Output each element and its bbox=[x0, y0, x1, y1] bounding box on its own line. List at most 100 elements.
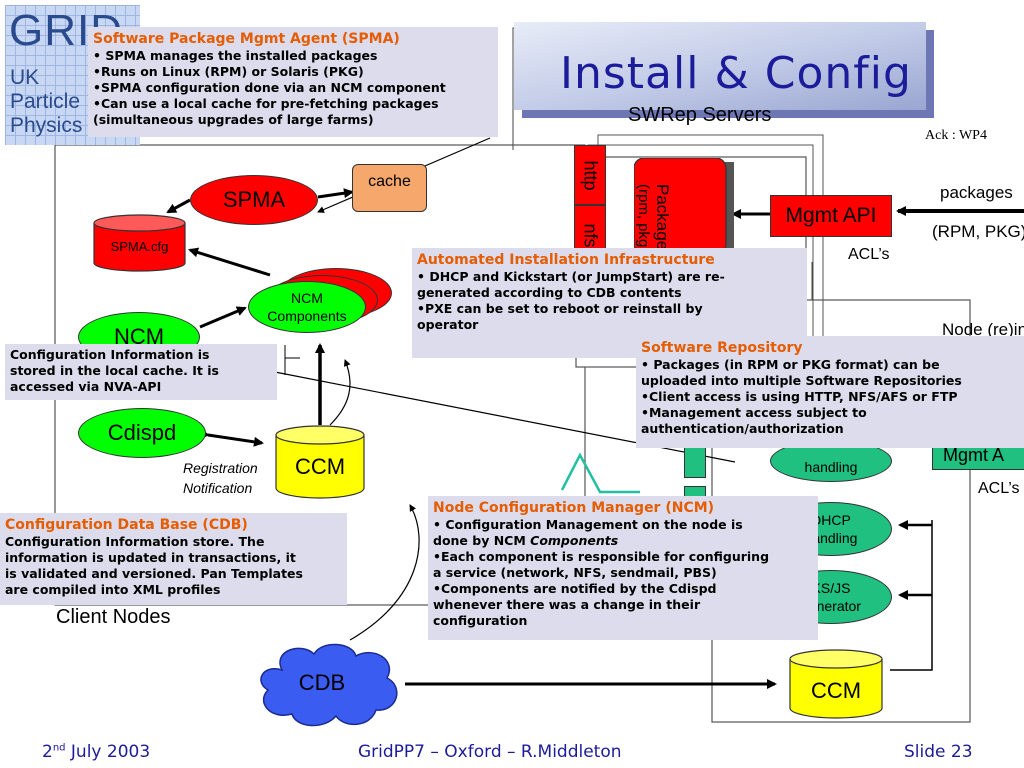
footer-date-day: 2 bbox=[42, 742, 53, 762]
swrep-callout-line: uploaded into multiple Software Reposito… bbox=[641, 373, 962, 388]
cache-label: cache bbox=[368, 173, 411, 190]
ccm-client-shape bbox=[275, 425, 365, 499]
mgmt-api-box: Mgmt API bbox=[770, 195, 892, 237]
logo-line-particle: Particle bbox=[10, 90, 81, 113]
ncm-components-label-1: NCM bbox=[291, 290, 323, 306]
footer-date-rest: July 2003 bbox=[65, 742, 151, 762]
arrow-spma-to-cfg bbox=[166, 198, 191, 214]
spma-callout: Software Package Mgmt Agent (SPMA) • SPM… bbox=[88, 27, 498, 137]
spma-cfg-label: SPMA.cfg bbox=[110, 239, 169, 254]
ncm-callout: Node Configuration Manager (NCM) • Confi… bbox=[428, 496, 818, 640]
page-title: Install & Config bbox=[560, 48, 912, 99]
cdb-label: CDB bbox=[298, 670, 346, 695]
cdb-callout-line: Configuration Information store. The bbox=[5, 534, 265, 549]
ncm-callout-components-italic: Components bbox=[530, 533, 619, 548]
footer-slide-number: Slide 23 bbox=[904, 742, 973, 762]
http-box: http bbox=[574, 145, 606, 205]
handling-label: handling bbox=[804, 459, 858, 475]
config-info-bracket bbox=[284, 345, 300, 375]
swrep-callout-title: Software Repository bbox=[641, 340, 803, 356]
ack-label: Ack : WP4 bbox=[925, 128, 987, 143]
footer-date-sup: nd bbox=[52, 742, 66, 754]
acls-top-label: ACL’s bbox=[848, 246, 890, 263]
config-info-callout: Configuration Information is stored in t… bbox=[5, 344, 277, 400]
config-info-line: Configuration Information is bbox=[10, 347, 210, 362]
config-info-line: stored in the local cache. It is bbox=[10, 363, 219, 378]
aii-callout: Automated Installation Infrastructure • … bbox=[412, 248, 807, 358]
spma-callout-line: •Runs on Linux (RPM) or Solaris (PKG) bbox=[93, 64, 364, 79]
spma-cfg-cylinder: SPMA.cfg bbox=[92, 213, 187, 273]
arrow-spma-to-cache bbox=[317, 188, 354, 199]
swrep-callout: Software Repository • Packages (in RPM o… bbox=[636, 336, 1024, 448]
ncm-callout-line-prefix: done by NCM bbox=[433, 533, 531, 548]
title-banner bbox=[514, 22, 926, 110]
spma-cfg-shape bbox=[93, 214, 186, 272]
client-nodes-label: Client Nodes bbox=[56, 606, 171, 628]
cache-box: cache bbox=[352, 164, 427, 212]
aii-callout-line: operator bbox=[417, 317, 479, 332]
cdb-callout-line: is validated and versioned. Pan Template… bbox=[5, 566, 303, 581]
ncm-callout-line: •Each component is responsible for confi… bbox=[433, 549, 770, 564]
packages-label: packages bbox=[940, 183, 1013, 202]
dhcp-label-1: DHCP bbox=[811, 512, 851, 528]
nfs-label: nfs bbox=[580, 222, 601, 248]
ccm-client-cylinder: CCM bbox=[274, 424, 366, 500]
mgmt-api-label: Mgmt API bbox=[785, 204, 877, 227]
arrow-registration-curve bbox=[329, 359, 351, 426]
ncm-callout-line: a service (network, NFS, sendmail, PBS) bbox=[433, 565, 717, 580]
spma-node-label: SPMA bbox=[222, 187, 286, 212]
arrow-cdb-curve bbox=[349, 504, 420, 641]
spma-callout-line: • SPMA manages the installed packages bbox=[93, 48, 378, 63]
spma-callout-title: Software Package Mgmt Agent (SPMA) bbox=[93, 31, 400, 47]
cdb-callout-line: information is updated in transactions, … bbox=[5, 550, 296, 565]
spma-callout-line: (simultaneous upgrades of large farms) bbox=[93, 112, 374, 127]
aii-callout-line: • DHCP and Kickstart (or JumpStart) are … bbox=[417, 269, 725, 284]
swrep-callout-line: •Management access subject to bbox=[641, 405, 867, 420]
cdb-callout: Configuration Data Base (CDB) Configurat… bbox=[0, 513, 347, 605]
spma-callout-line: •SPMA configuration done via an NCM comp… bbox=[93, 80, 446, 95]
cdispd-node: Cdispd bbox=[78, 408, 206, 458]
logo-line-physics: Physics bbox=[10, 114, 83, 137]
http-label: http bbox=[580, 159, 601, 191]
acls-right-label: ACL’s bbox=[978, 480, 1020, 497]
mgmt-api-right-label: Mgmt A bbox=[943, 444, 1005, 465]
ncm-callout-line: •Components are notified by the Cdispd bbox=[433, 581, 717, 596]
cdispd-node-label: Cdispd bbox=[107, 420, 177, 445]
ccm-server-shape bbox=[789, 649, 883, 719]
packages-cylinder: Packages (rpm, pkg) bbox=[633, 157, 734, 259]
ncm-callout-line: • Configuration Management on the node i… bbox=[433, 517, 743, 532]
rpm-pkg-label: (RPM, PKG) bbox=[932, 222, 1024, 241]
footer-date: 2nd July 2003 bbox=[42, 742, 150, 762]
registration-label: Registration bbox=[183, 460, 258, 476]
ncm-callout-line-2: done by NCM Components bbox=[433, 533, 813, 549]
swrep-callout-line: •Client access is using HTTP, NFS/AFS or… bbox=[641, 389, 958, 404]
spma-node: SPMA bbox=[190, 175, 318, 225]
ccm-server-label: CCM bbox=[810, 678, 862, 703]
aii-callout-line: •PXE can be set to reboot or reinstall b… bbox=[417, 301, 703, 316]
footer-center: GridPP7 – Oxford – R.Middleton bbox=[358, 742, 622, 762]
config-info-line: accessed via NVA-API bbox=[10, 379, 162, 394]
logo-line-uk: UK bbox=[10, 66, 40, 89]
ccm-server-line bbox=[890, 520, 933, 671]
node-reinstall-label: Node (re)in bbox=[942, 320, 1024, 339]
ncm-callout-line: whenever there was a change in their bbox=[433, 597, 701, 612]
aii-callout-line: generated according to CDB contents bbox=[417, 285, 682, 300]
arrow-cdispd-ccm bbox=[199, 428, 264, 447]
swrep-servers-label: SWRep Servers bbox=[628, 104, 772, 126]
notification-label: Notification bbox=[183, 480, 253, 496]
ccm-client-label: CCM bbox=[294, 454, 346, 479]
arrow-ncm-comp-to-cfg bbox=[188, 247, 271, 277]
cdb-callout-line: are compiled into XML profiles bbox=[5, 582, 221, 597]
ksjs-label-1: KS/JS bbox=[811, 580, 851, 596]
ncm-callout-line: configuration bbox=[433, 613, 528, 628]
spma-callout-line: •Can use a local cache for pre-fetching … bbox=[93, 96, 439, 111]
arrow-ncm-to-comp bbox=[199, 306, 247, 329]
cdb-callout-title: Configuration Data Base (CDB) bbox=[5, 517, 248, 533]
swrep-callout-line: • Packages (in RPM or PKG format) can be bbox=[641, 357, 940, 372]
aii-callout-title: Automated Installation Infrastructure bbox=[417, 252, 715, 268]
network-icon bbox=[560, 452, 640, 494]
cdb-cloud-shape bbox=[260, 643, 398, 727]
ccm-server-cylinder: CCM bbox=[788, 648, 884, 720]
ncm-components-node: NCM Components bbox=[248, 281, 366, 333]
swrep-callout-line: authentication/authorization bbox=[641, 421, 844, 436]
